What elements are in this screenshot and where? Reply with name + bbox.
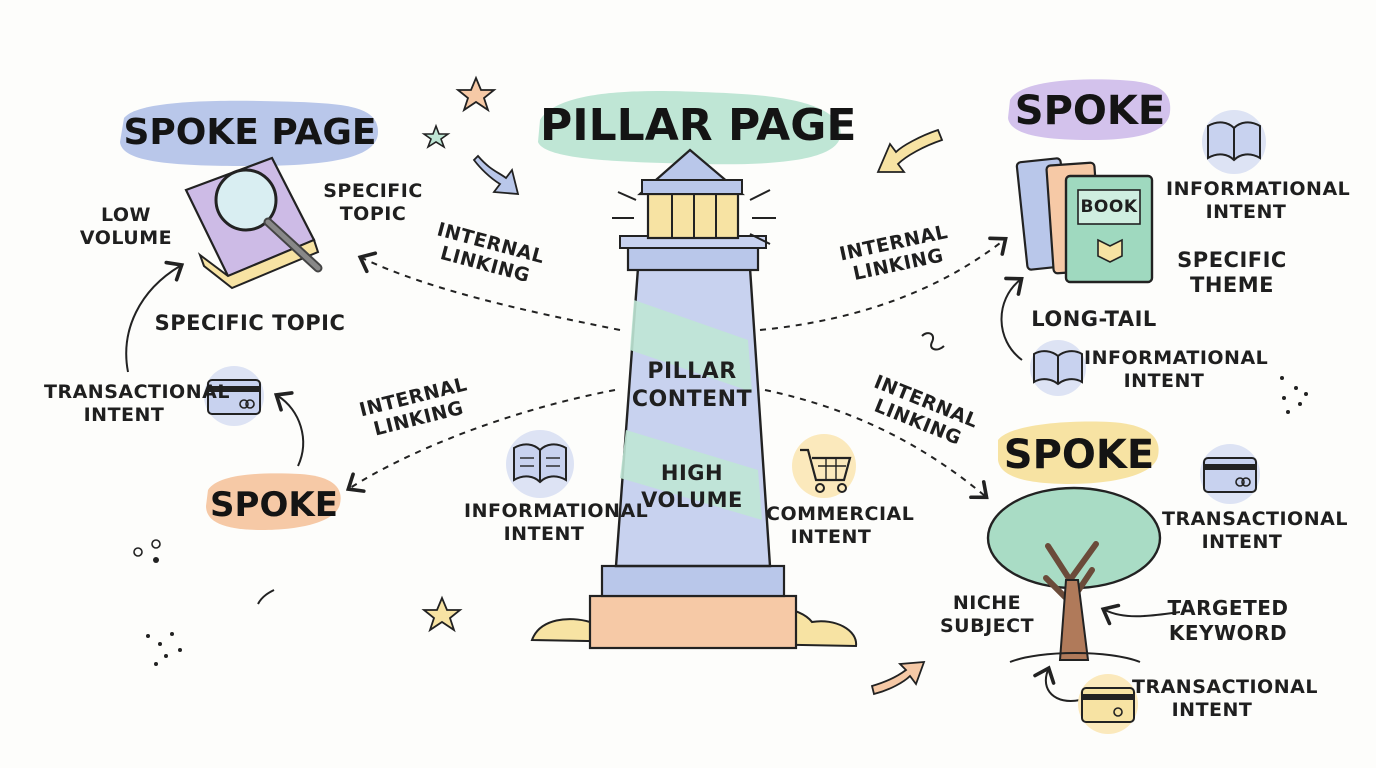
open-book-icon (506, 430, 574, 498)
tree-icon (986, 486, 1162, 663)
spoke-page-specific-topic-small: SPECIFIC TOPIC (323, 180, 423, 225)
pillar-page-title: PILLAR PAGE (540, 100, 857, 151)
dots-decoration (133, 376, 1308, 666)
spoke-left-title: SPOKE (210, 485, 338, 525)
spoke-bottom-right-title: SPOKE (1003, 432, 1155, 478)
arrow-icon (472, 154, 520, 196)
arrow-icon (876, 128, 944, 173)
book-cover-label: BOOK (1080, 197, 1138, 217)
spoke-br-transactional: TRANSACTIONAL INTENT (1162, 508, 1348, 553)
pillar-title-blob (538, 91, 841, 165)
book-stack-icon (1015, 157, 1154, 284)
pillar-volume-label: HIGH VOLUME (641, 461, 743, 512)
spoke-page-title-blob (120, 100, 378, 166)
open-book-icon (1202, 110, 1266, 174)
spoke-br-transactional-2: TRANSACTIONAL INTENT (1132, 676, 1318, 721)
spoke-page-transactional: TRANSACTIONAL INTENT (44, 381, 230, 426)
credit-card-icon (1078, 674, 1138, 734)
spoke-top-right-title: SPOKE (1014, 88, 1166, 134)
lighthouse-icon (530, 148, 858, 650)
open-book-icon (1030, 340, 1086, 396)
spoke-tr-informational-2: INFORMATIONAL INTENT (1084, 347, 1269, 392)
spoke-br-niche-subject: NICHE SUBJECT (940, 592, 1035, 637)
star-icon (421, 123, 451, 149)
spoke-left-title-blob (206, 473, 341, 530)
pillar-commercial-label: COMMERCIAL INTENT (766, 503, 915, 548)
shopping-cart-icon (792, 434, 856, 498)
arrow-icon (870, 660, 926, 696)
spoke-br-title-blob (998, 421, 1159, 484)
spoke-tr-informational: INFORMATIONAL INTENT (1166, 178, 1351, 223)
spoke-page-specific-topic: SPECIFIC TOPIC (154, 311, 346, 335)
credit-card-icon (1200, 444, 1260, 504)
magnifier-book-icon (184, 156, 323, 290)
credit-card-icon (204, 366, 264, 426)
spoke-br-targeted-keyword: TARGETED KEYWORD (1167, 596, 1289, 645)
pillar-informational-label: INFORMATIONAL INTENT (464, 500, 649, 545)
spoke-page-title: SPOKE PAGE (123, 112, 377, 153)
star-icon (421, 595, 463, 633)
spoke-tr-long-tail: LONG-TAIL (1031, 307, 1157, 331)
spoke-tr-specific-theme: SPECIFIC THEME (1177, 248, 1287, 297)
spoke-tr-title-blob (1008, 79, 1171, 140)
star-icon (455, 75, 497, 113)
pillar-content-label: PILLAR CONTENT (631, 359, 753, 412)
spoke-page-low-volume: LOW VOLUME (79, 204, 173, 249)
